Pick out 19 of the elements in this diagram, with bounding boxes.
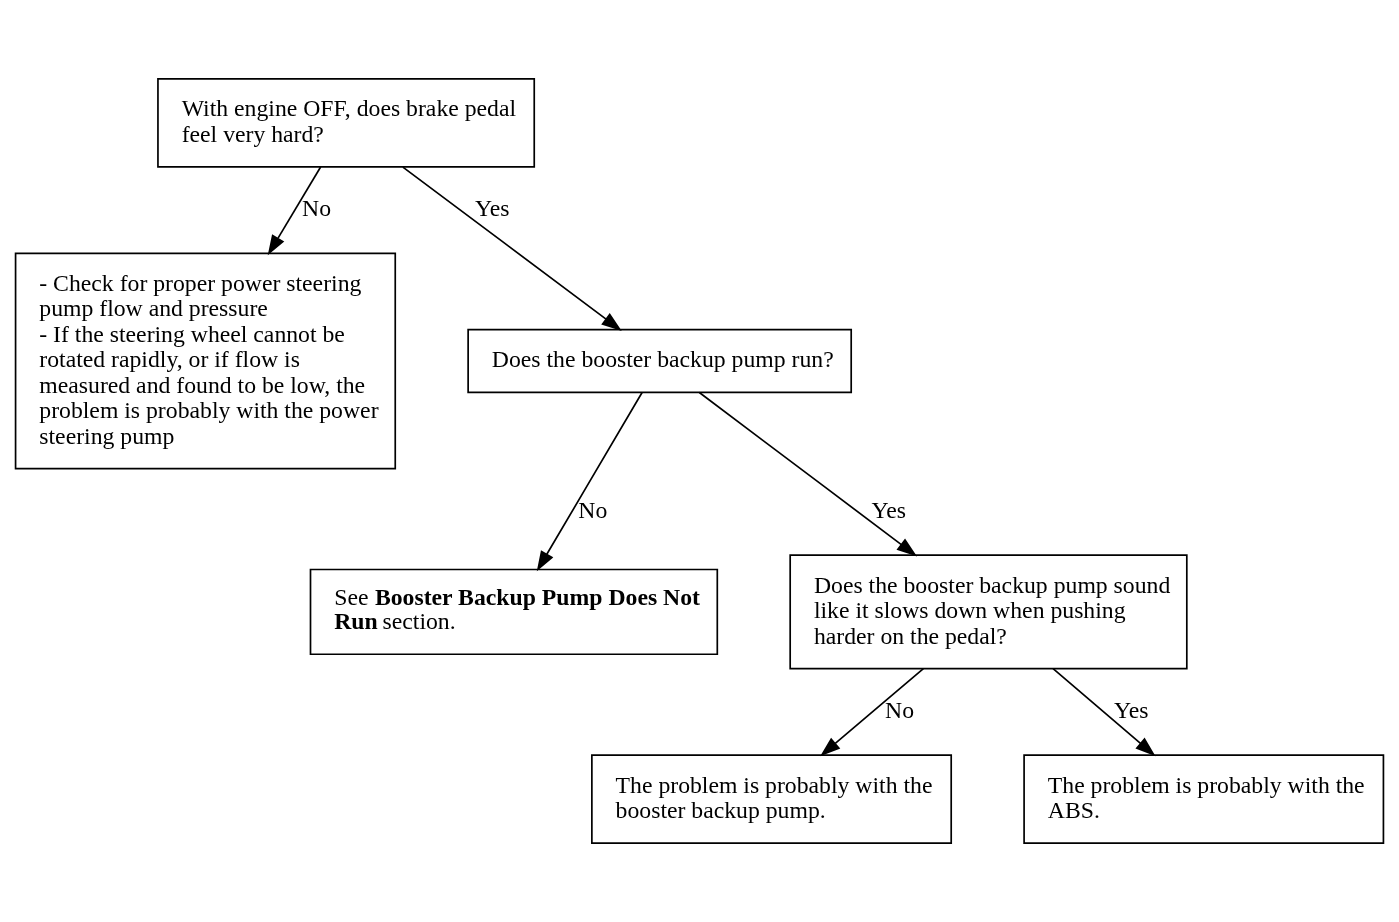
arrow bbox=[1052, 667, 1156, 757]
node-box: The problem is probably with the ABS. bbox=[1023, 754, 1385, 845]
arrow bbox=[402, 166, 622, 331]
edge-label: Yes bbox=[474, 195, 510, 222]
node-box: Does the booster backup pump sound like it slows down when pushing harder on the pedal? bbox=[789, 554, 1188, 670]
edge-label: No bbox=[578, 497, 608, 524]
node-box: See Booster Backup Pump Does Not Run section. bbox=[309, 568, 719, 656]
node-box: The problem is probably with the booster backup pump. bbox=[591, 754, 953, 845]
node-box: - Check for proper power steering pump flow and pressure - If the steering wheel cannot be rotated rapidly, or if flow is measured and found to be low, the problem is probably with the power steering pump bbox=[14, 252, 397, 470]
arrow bbox=[698, 391, 918, 557]
node-box: Does the booster backup pump run? bbox=[467, 328, 853, 394]
node-box: With engine OFF, does brake pedal feel very hard? bbox=[157, 77, 536, 168]
arrow bbox=[536, 391, 643, 572]
edge-label: Yes bbox=[871, 497, 907, 524]
arrow bbox=[267, 166, 322, 256]
edge-label: No bbox=[302, 195, 332, 222]
arrow bbox=[820, 667, 925, 757]
edge-label: Yes bbox=[1113, 697, 1149, 724]
edge-label: No bbox=[885, 697, 915, 724]
